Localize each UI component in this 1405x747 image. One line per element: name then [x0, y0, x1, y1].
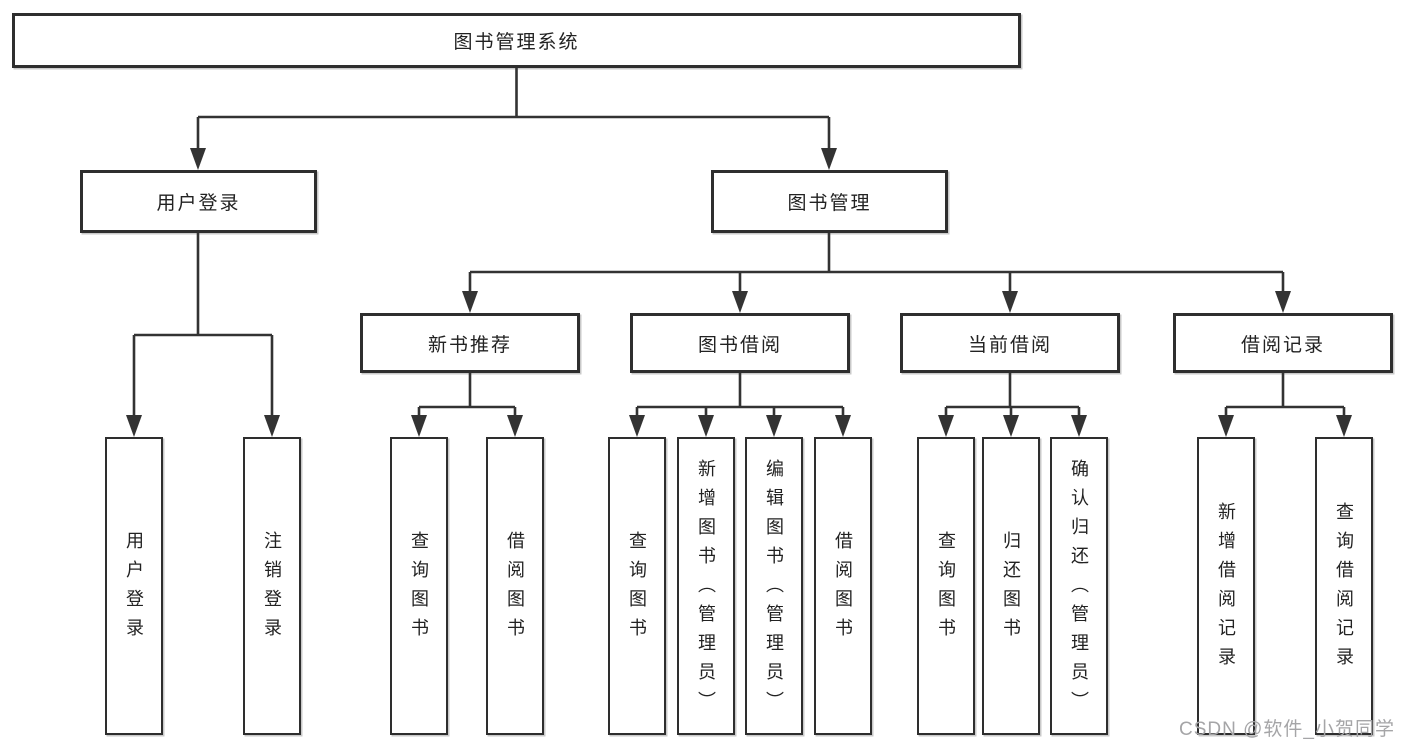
leaf-query-borrow-record: 查询借阅记录 — [1315, 437, 1373, 735]
leaf-query-books: 查询图书 — [608, 437, 666, 735]
leaf-confirm-return-admin: 确认归还（管理员） — [1050, 437, 1108, 735]
leaf-add-books-admin: 新增图书（管理员） — [677, 437, 735, 735]
node-current-borrowing: 当前借阅 — [900, 313, 1120, 373]
node-book-borrowing: 图书借阅 — [630, 313, 850, 373]
csdn-watermark: CSDN @软件_小贺同学 — [1179, 719, 1395, 740]
connector-lines — [132, 68, 1346, 419]
node-new-book-recommendation: 新书推荐 — [360, 313, 580, 373]
connector-arrowheads — [126, 148, 1352, 437]
leaf-return-books: 归还图书 — [982, 437, 1040, 735]
node-user-login: 用户登录 — [80, 170, 317, 233]
leaf-add-borrow-record: 新增借阅记录 — [1197, 437, 1255, 735]
node-book-management: 图书管理 — [711, 170, 948, 233]
node-library-system: 图书管理系统 — [12, 13, 1021, 68]
leaf-edit-books-admin: 编辑图书（管理员） — [745, 437, 803, 735]
leaf-logout: 注销登录 — [243, 437, 301, 735]
leaf-borrow-books: 借阅图书 — [486, 437, 544, 735]
leaf-borrow-books: 借阅图书 — [814, 437, 872, 735]
node-borrowing-records: 借阅记录 — [1173, 313, 1393, 373]
leaf-user-login: 用户登录 — [105, 437, 163, 735]
leaf-query-books: 查询图书 — [917, 437, 975, 735]
leaf-query-books: 查询图书 — [390, 437, 448, 735]
